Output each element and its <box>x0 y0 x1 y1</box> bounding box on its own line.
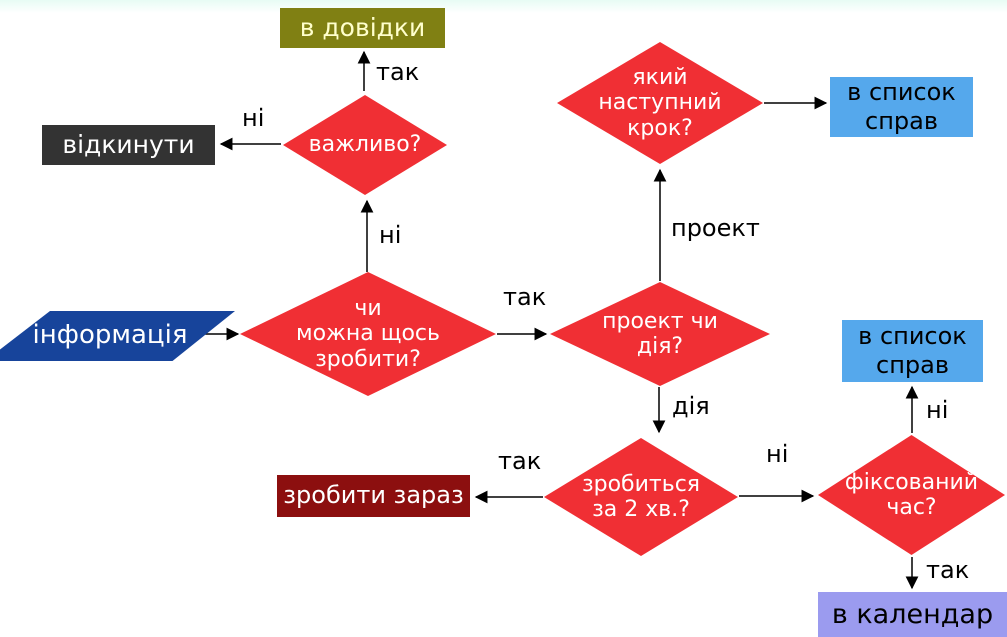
node-discard-box: відкинути <box>42 125 215 165</box>
edge-label-can-do-yes: так <box>503 283 547 311</box>
edge-label-can-do-no: ні <box>379 221 402 249</box>
edge-label-important-no: ні <box>242 104 265 132</box>
node-todo-list-box-top: в список справ <box>830 77 973 137</box>
node-calendar-box: в календар <box>818 592 1007 637</box>
node-do-now-box: зробити зараз <box>277 475 470 517</box>
edge-label-two-minutes-no: ні <box>766 440 789 468</box>
edge-label-action: дія <box>672 392 710 420</box>
node-reference-box: в довідки <box>280 8 445 48</box>
top-edge-gradient <box>0 0 1007 13</box>
node-todo-list-box-right: в список справ <box>842 320 983 382</box>
edge-label-project: проект <box>671 214 760 242</box>
edge-label-fixed-time-no: ні <box>926 396 949 424</box>
edge-label-fixed-time-yes: так <box>926 556 970 584</box>
edge-label-important-yes: так <box>376 58 420 86</box>
edge-label-two-minutes-yes: так <box>498 447 542 475</box>
